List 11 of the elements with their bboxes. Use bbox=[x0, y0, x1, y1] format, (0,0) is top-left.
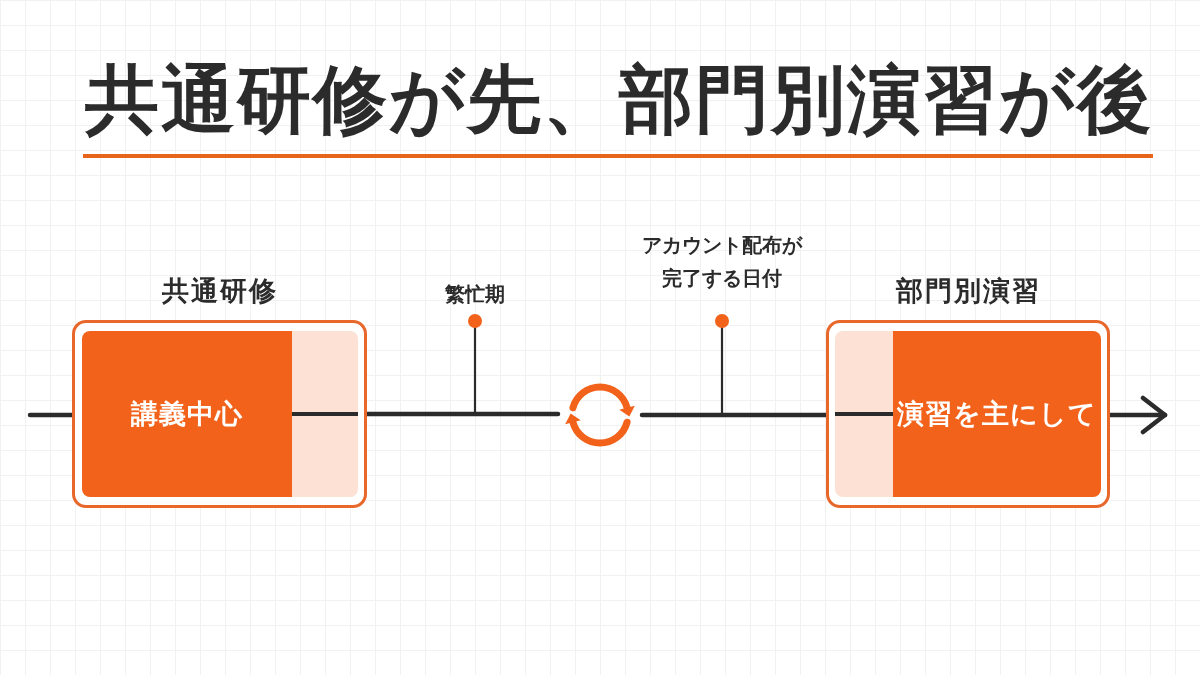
event-label: 繁忙期 bbox=[444, 281, 506, 308]
side-section bbox=[292, 331, 358, 497]
phase-block bbox=[82, 331, 292, 497]
block-text: 講義中心 bbox=[131, 397, 243, 431]
title: 共通研修が先、部門別演習が後 bbox=[85, 62, 1153, 136]
side-section bbox=[835, 331, 893, 497]
event-label: アカウント配布が完了する日付 bbox=[641, 232, 804, 292]
section-heading: 共通研修 bbox=[161, 275, 278, 307]
phase-block bbox=[893, 331, 1101, 497]
block-text: 演習を主にして bbox=[897, 397, 1097, 431]
section-heading: 部門別演習 bbox=[895, 275, 1041, 307]
